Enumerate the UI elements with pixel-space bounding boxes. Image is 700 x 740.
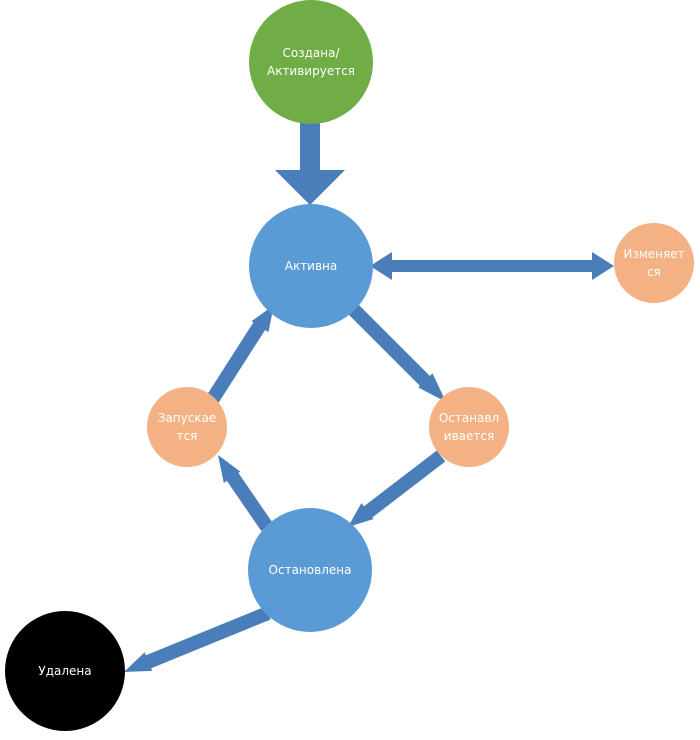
- node-starting: [147, 387, 227, 467]
- arrow-stopped-to-starting-shaft: [226, 472, 273, 531]
- arrow-active-to-stopping-shaft: [347, 303, 433, 389]
- node-created: [249, 0, 373, 124]
- node-stopped: [248, 508, 372, 632]
- arrow-starting-to-active-shaft: [206, 321, 266, 404]
- arrow-created-to-active: [275, 120, 345, 205]
- arrow-stopped-to-deleted-head: [124, 652, 153, 672]
- arrow-active-changing: [370, 252, 614, 280]
- node-deleted: [5, 611, 125, 731]
- node-stopping: [429, 387, 509, 467]
- arrow-active-to-stopping-head: [418, 373, 446, 402]
- arrow-stopped-to-starting-head: [218, 455, 241, 483]
- arrow-stopping-to-stopped-head: [348, 503, 374, 527]
- arrow-stopped-to-deleted-shaft: [145, 606, 271, 669]
- arrow-stopping-to-stopped-shaft: [363, 450, 446, 518]
- node-active: [249, 204, 373, 328]
- node-changing: [614, 223, 694, 303]
- arrow-starting-to-active-head: [251, 305, 274, 333]
